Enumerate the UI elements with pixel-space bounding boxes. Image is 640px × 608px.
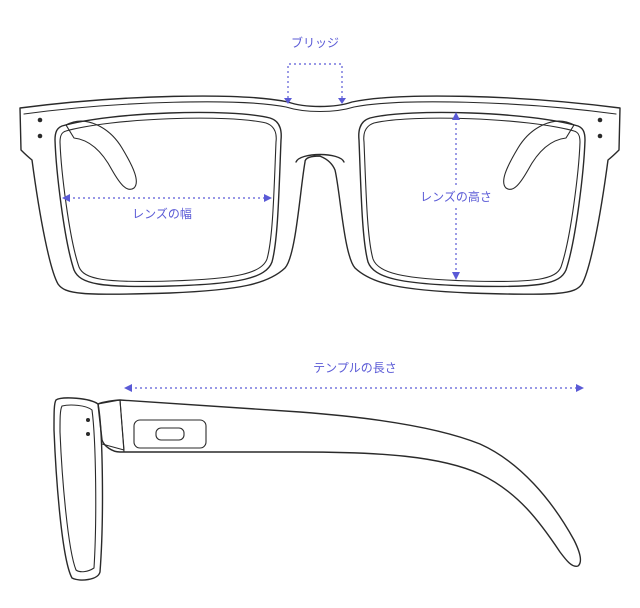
bridge-arrow-right xyxy=(338,98,346,104)
side-logo-icon xyxy=(155,427,185,441)
bridge-dimension: ブリッジ xyxy=(284,35,346,104)
lens-height-label: レンズの高さ xyxy=(420,189,492,204)
lens-height-arrow-bottom xyxy=(452,272,460,280)
lens-width-arrow-left xyxy=(62,194,70,202)
nose-bridge xyxy=(295,153,345,163)
temple-length-arrow-left xyxy=(124,384,132,392)
temple-length-dimension: テンプルの長さ xyxy=(124,361,584,392)
lens-height-label-bg xyxy=(412,188,500,206)
right-hinge-dot-top xyxy=(597,117,603,123)
lens-width-arrow-right xyxy=(264,194,272,202)
side-frame-front-inner xyxy=(59,404,97,573)
left-lens xyxy=(54,111,282,288)
temple-length-label: テンプルの長さ xyxy=(313,361,397,375)
side-temple-arm xyxy=(97,399,582,567)
lens-height-dimension: レンズの高さ xyxy=(412,112,500,280)
right-temple-inner xyxy=(503,120,575,190)
frame-outer xyxy=(19,95,621,295)
left-temple-inner xyxy=(65,120,137,190)
right-lens-inner xyxy=(363,117,581,283)
side-hinge-dot-top xyxy=(86,418,90,422)
lens-width-dimension: レンズの幅 xyxy=(62,194,272,221)
bridge-label: ブリッジ xyxy=(291,35,339,50)
lens-height-arrow-top xyxy=(452,112,460,120)
left-lens-inner xyxy=(59,117,277,283)
frame-brow-line xyxy=(23,101,617,115)
bridge-arrow-left xyxy=(284,98,292,104)
side-hinge-dot-bottom xyxy=(86,432,90,436)
right-lens xyxy=(358,111,586,288)
left-hinge-dot-bottom xyxy=(37,133,43,139)
right-hinge-dot-bottom xyxy=(597,133,603,139)
left-hinge-dot-top xyxy=(37,117,43,123)
front-view: ブリッジ レンズの幅 レンズの高さ xyxy=(19,35,621,295)
temple-length-arrow-right xyxy=(576,384,584,392)
lens-width-label: レンズの幅 xyxy=(132,206,192,221)
side-hinge-line xyxy=(119,399,125,453)
side-view: テンプルの長さ xyxy=(53,361,584,581)
side-logo-plate xyxy=(133,419,207,449)
bridge-bracket xyxy=(287,63,343,98)
